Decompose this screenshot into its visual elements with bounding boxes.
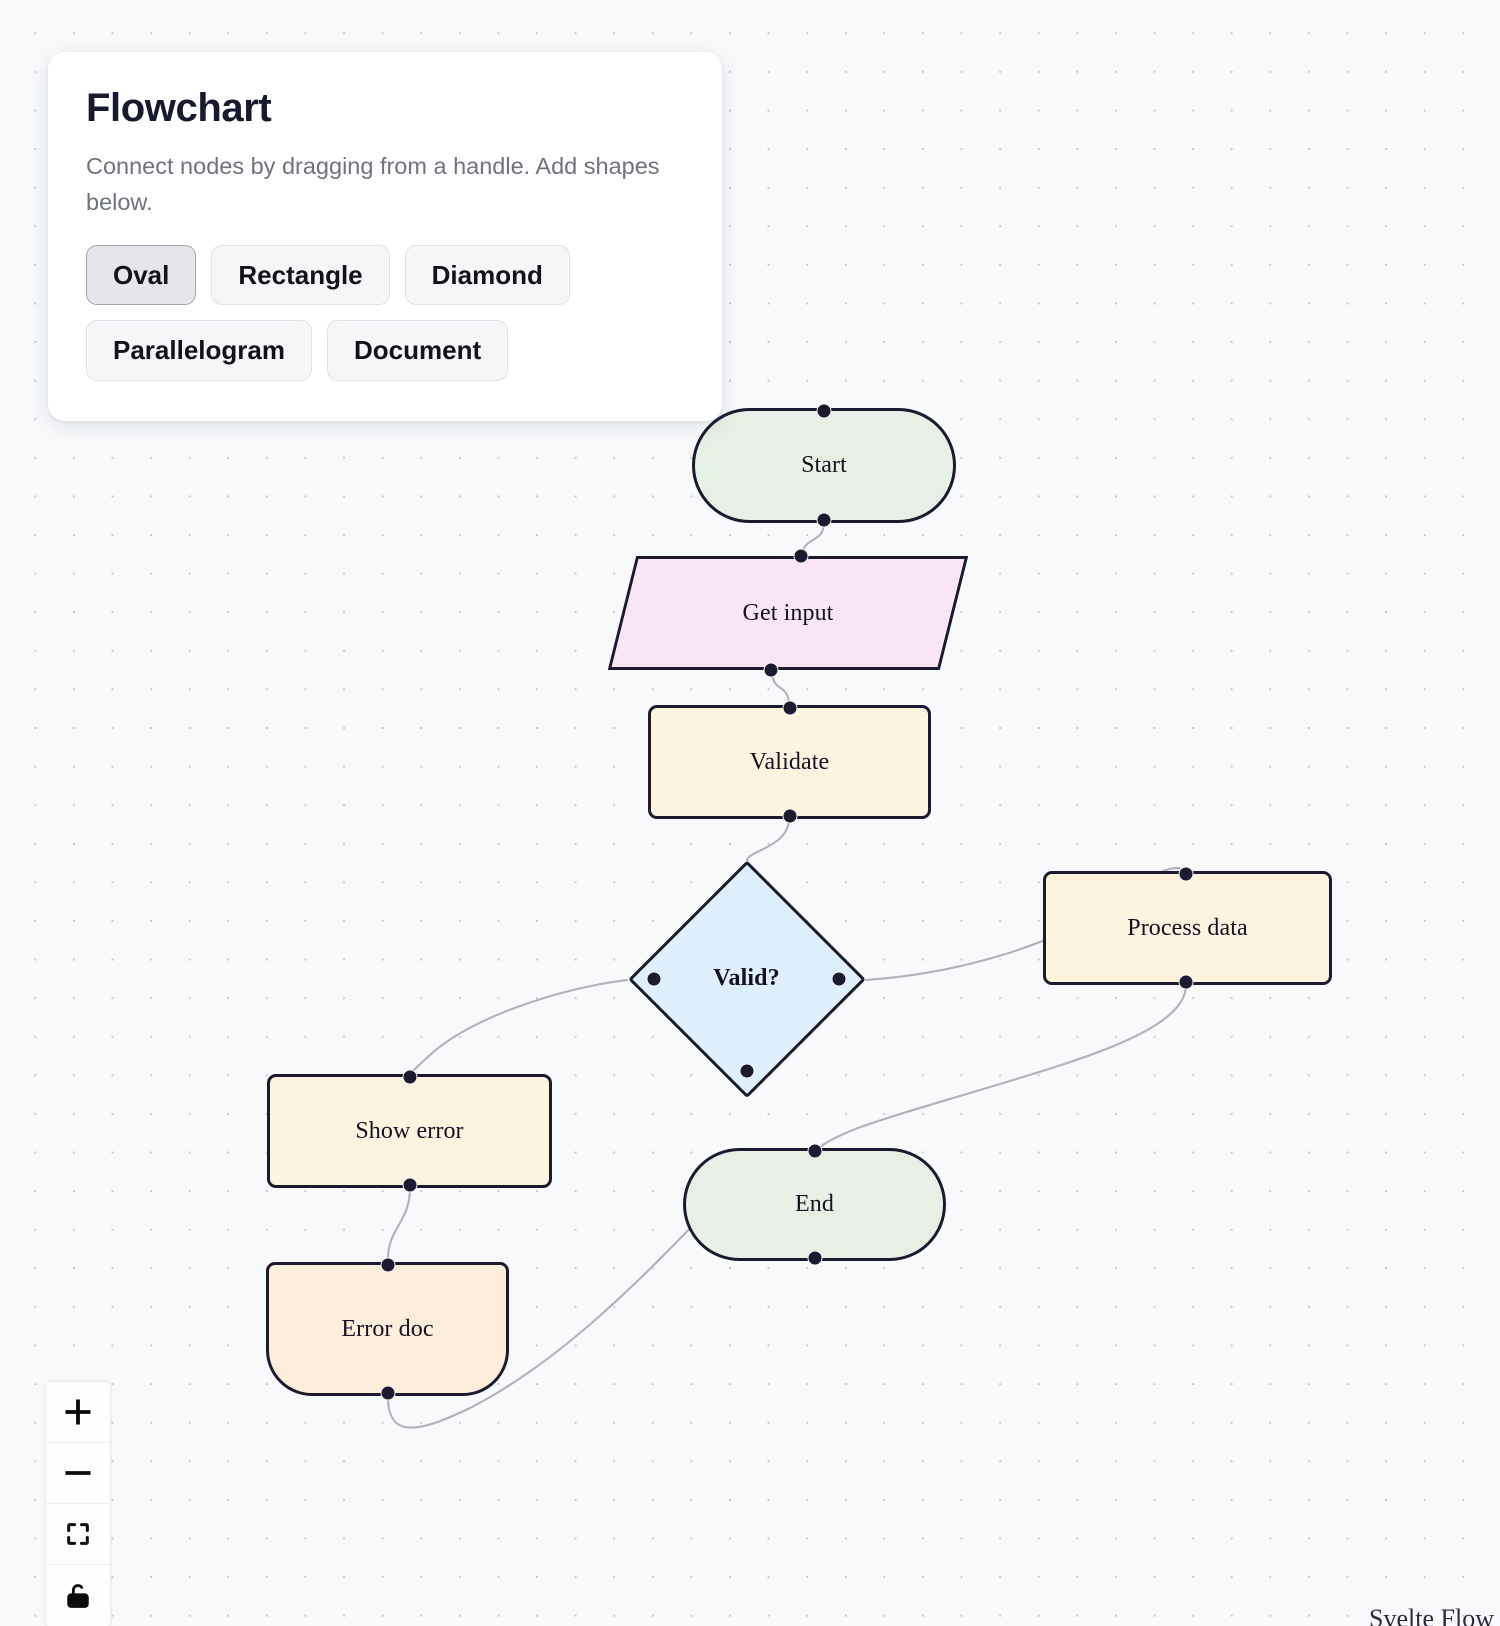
node-error-doc[interactable]: Error doc [266, 1257, 509, 1401]
handle-top[interactable] [782, 700, 797, 716]
shape-button-parallelogram[interactable]: Parallelogram [86, 320, 312, 381]
handle-left[interactable] [646, 971, 662, 986]
shape-button-oval[interactable]: Oval [86, 244, 197, 306]
node-valid[interactable]: Valid? [628, 860, 865, 1097]
handle-bottom[interactable] [782, 808, 797, 824]
fit-view-icon [64, 1520, 92, 1548]
panel-subtitle: Connect nodes by dragging from a handle.… [86, 153, 660, 215]
node-label: Start [801, 452, 847, 478]
shape-button-diamond[interactable]: Diamond [404, 244, 570, 306]
handle-top[interactable] [380, 1257, 395, 1273]
node-label: Validate [749, 748, 830, 775]
flowchart-panel: Flowchart Connect nodes by dragging from… [48, 52, 722, 421]
handle-bottom[interactable] [807, 1250, 822, 1266]
diamond-body [628, 860, 865, 1097]
page-title: Flowchart [86, 86, 272, 130]
viewport-controls [46, 1382, 110, 1626]
node-show-error[interactable]: Show error [267, 1069, 552, 1193]
handle-top[interactable] [807, 1143, 822, 1159]
zoom-in-button[interactable] [46, 1382, 110, 1443]
parallelogram-body [607, 556, 969, 670]
zoom-out-button[interactable] [46, 1443, 110, 1504]
handle-bottom[interactable] [402, 1177, 417, 1193]
edge-showerr-errdoc [386, 1186, 412, 1261]
handle-bottom[interactable] [739, 1063, 754, 1079]
handle-bottom[interactable] [816, 512, 832, 528]
handle-top[interactable] [793, 548, 809, 564]
handle-bottom[interactable] [1178, 974, 1194, 990]
shape-button-group: Oval Rectangle Diamond Parallelogram Doc… [86, 244, 684, 381]
node-label: End [795, 1191, 834, 1217]
handle-right[interactable] [831, 971, 847, 986]
node-label: Show error [355, 1117, 464, 1144]
handle-bottom[interactable] [763, 662, 779, 678]
edge-validate-valid [745, 816, 791, 863]
node-get-input[interactable]: Get input [607, 548, 969, 678]
handle-top[interactable] [402, 1069, 417, 1085]
edge-process-end [814, 983, 1188, 1152]
edge-valid-showerr [408, 978, 629, 1078]
node-start[interactable]: Start [692, 403, 956, 528]
node-end[interactable]: End [683, 1143, 946, 1266]
shape-button-document[interactable]: Document [326, 320, 509, 381]
node-validate[interactable]: Validate [648, 700, 931, 824]
node-process-data[interactable]: Process data [1043, 866, 1332, 990]
plus-icon [61, 1395, 95, 1429]
lock-button[interactable] [46, 1565, 110, 1626]
minus-icon [61, 1456, 95, 1490]
lock-icon [64, 1582, 92, 1610]
node-label: Process data [1127, 914, 1248, 941]
node-label: Error doc [341, 1315, 434, 1342]
attribution-watermark[interactable]: Svelte Flow [1369, 1604, 1494, 1626]
handle-bottom[interactable] [380, 1385, 395, 1401]
shape-button-rectangle[interactable]: Rectangle [211, 244, 390, 306]
handle-top[interactable] [1178, 866, 1194, 882]
fit-view-button[interactable] [46, 1504, 110, 1565]
handle-top[interactable] [816, 403, 832, 419]
